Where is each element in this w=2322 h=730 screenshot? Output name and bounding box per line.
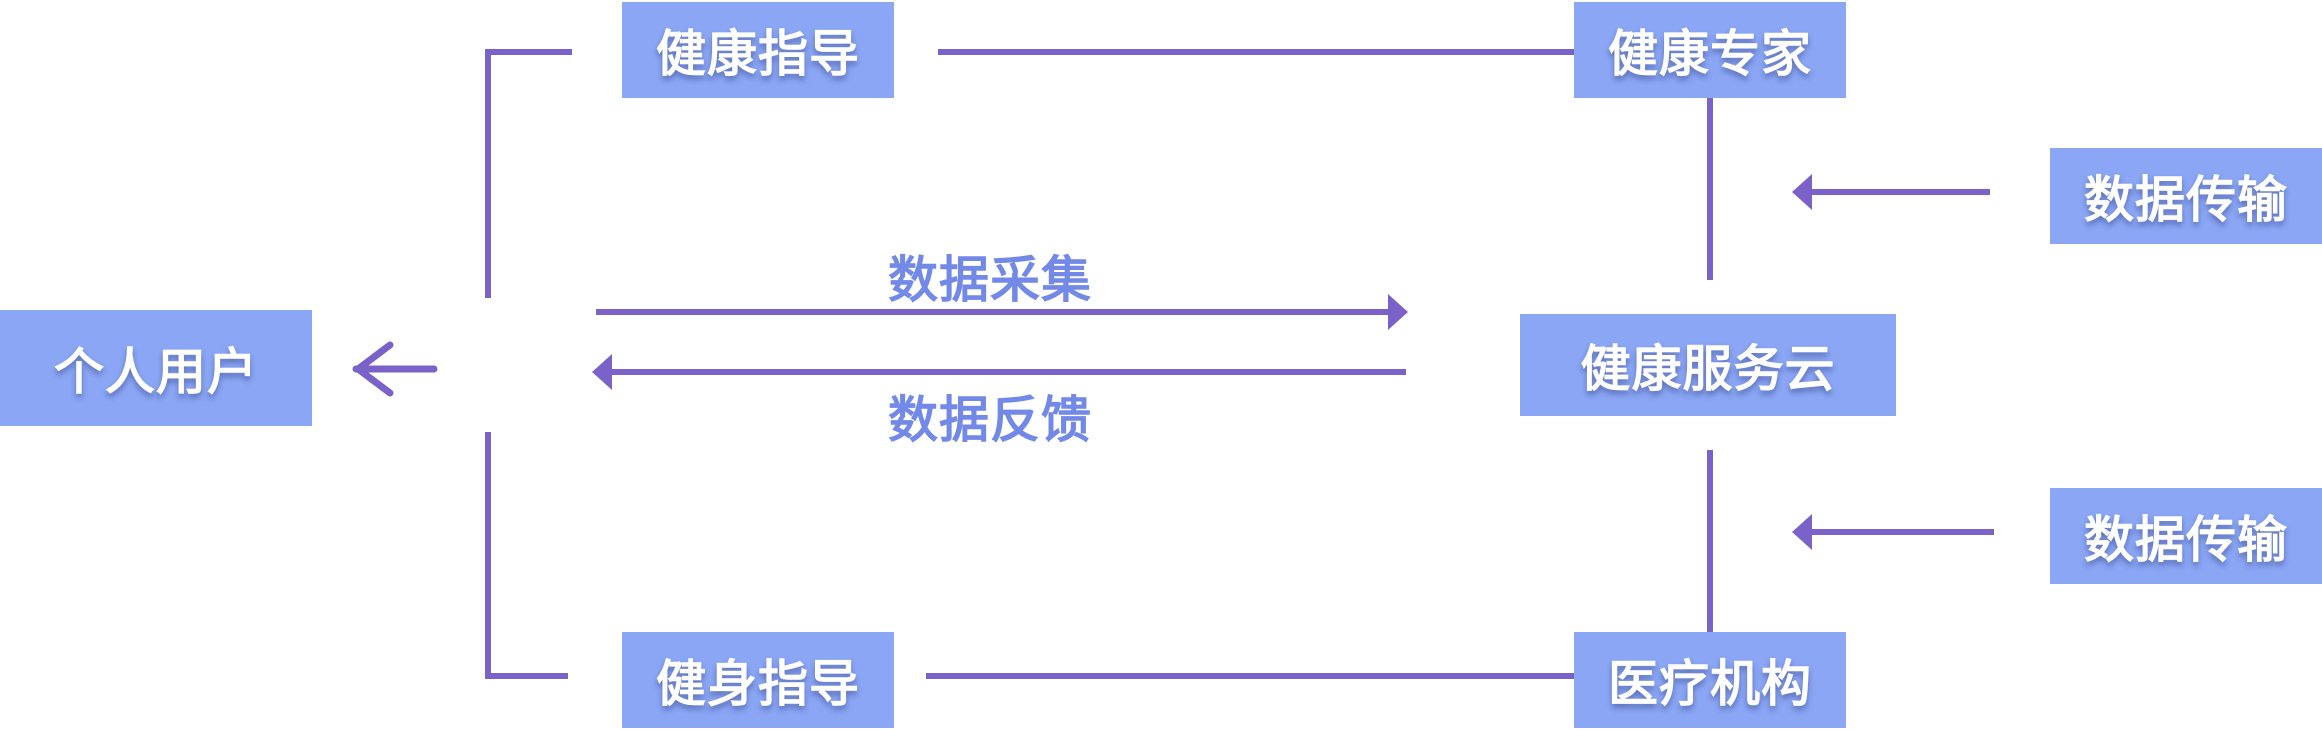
node-health-cloud: 健康服务云 (1520, 314, 1896, 416)
edge-label-data-collection: 数据采集 (888, 251, 1092, 309)
to-user-arrow (352, 341, 438, 397)
bracket-line-upper (485, 49, 572, 298)
data-collection-arrowhead (1388, 294, 1408, 330)
bracket-line-lower (485, 432, 568, 679)
node-personal-user: 个人用户 (0, 310, 312, 426)
node-label: 医疗机构 (1608, 655, 1812, 713)
node-label: 健康指导 (656, 25, 860, 83)
node-data-transfer-top: 数据传输 (2050, 148, 2322, 244)
data-transfer-bottom-arrowhead (1792, 514, 1812, 550)
edge-label-data-feedback: 数据反馈 (888, 391, 1092, 449)
data-transfer-top-arrowhead (1792, 174, 1812, 210)
node-health-guidance: 健康指导 (622, 2, 894, 98)
node-health-expert: 健康专家 (1574, 2, 1846, 98)
data-feedback-arrowhead (592, 354, 612, 390)
node-medical-institution: 医疗机构 (1574, 632, 1846, 728)
node-label: 数据传输 (2084, 171, 2288, 229)
node-label: 数据传输 (2084, 511, 2288, 569)
node-fitness-guidance: 健身指导 (622, 632, 894, 728)
node-label: 健康专家 (1608, 25, 1812, 83)
node-label: 健身指导 (656, 655, 860, 713)
node-data-transfer-bottom: 数据传输 (2050, 488, 2322, 584)
node-label: 健康服务云 (1580, 340, 1836, 398)
node-label: 个人用户 (54, 343, 258, 401)
